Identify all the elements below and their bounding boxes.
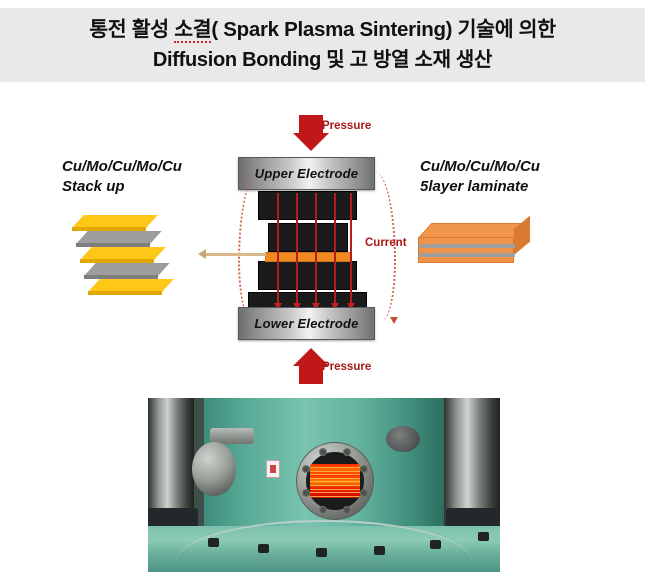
left-caption-line-2: Stack up: [62, 178, 125, 195]
glow-stripe: [310, 470, 360, 472]
current-arc-right-icon: [360, 171, 396, 321]
base-bolt: [208, 538, 219, 547]
right-caption-line-1: Cu/Mo/Cu/Mo/Cu: [420, 158, 540, 175]
pressure-label-top: Pressure: [322, 120, 372, 132]
sps-machine-photo: [148, 398, 500, 572]
current-line: [350, 193, 352, 308]
glow-stripe: [310, 474, 360, 476]
right-laminate-caption: Cu/Mo/Cu/Mo/Cu 5layer laminate: [420, 157, 540, 197]
title-segment-a: 통전 활성: [89, 18, 175, 41]
glow-stripe: [310, 492, 360, 494]
laminate-side-face: [514, 215, 530, 255]
glow-stripe: [310, 477, 360, 479]
viewport-bolt: [342, 448, 351, 457]
lower-electrode: Lower Electrode: [238, 307, 375, 340]
pressure-arrow-bottom-icon: [293, 348, 329, 384]
glow-stripe: [310, 467, 360, 468]
base-bolt: [430, 540, 441, 549]
stack-plate-cu-3: [80, 247, 172, 263]
base-bolt: [258, 544, 269, 553]
chamber-cap-disc: [386, 426, 420, 452]
current-arrow-head-icon: [293, 303, 301, 310]
current-arrow-head-icon: [312, 303, 320, 310]
current-line: [334, 193, 336, 308]
viewport-bolt: [319, 505, 328, 514]
laminate-block-graphic: [418, 215, 538, 273]
viewport-bolt: [342, 505, 351, 514]
viewport-glass: [306, 452, 364, 510]
stack-plate-mo-2: [76, 231, 168, 247]
right-caption-line-2: 5layer laminate: [420, 178, 529, 195]
page-title-line-2: Diffusion Bonding 및 고 방열 소재 생산: [152, 49, 493, 71]
laminate-stripe-1: [419, 244, 515, 248]
title-segment-c: ( Spark Plasma Sintering) 기술에 의한: [211, 18, 556, 41]
viewport-bolt: [302, 488, 311, 497]
chamber-sticker: [266, 460, 280, 478]
stack-plate-cu-5: [88, 279, 180, 295]
left-stack-caption: Cu/Mo/Cu/Mo/Cu Stack up: [62, 157, 182, 197]
stack-plate-mo-4: [84, 263, 176, 279]
lower-electrode-label: Lower Electrode: [254, 316, 359, 331]
sps-process-diagram: Pressure Upper Electrode Current Lower E…: [0, 95, 645, 395]
current-arc-right-head-icon: [390, 317, 398, 324]
viewport-bolt: [359, 488, 368, 497]
viewport-bolt: [302, 465, 311, 474]
current-label: Current: [365, 237, 407, 249]
base-bolt: [374, 546, 385, 555]
base-bolt: [316, 548, 327, 557]
pressure-label-bottom: Pressure: [322, 361, 372, 373]
viewport-bolt: [359, 465, 368, 474]
stack-plate-cu-1: [72, 215, 164, 231]
process-arrow-shaft: [204, 253, 266, 256]
laminate-top-face: [418, 223, 528, 238]
current-arc-left-icon: [238, 171, 274, 321]
title-segment-underlined: 소결: [174, 18, 212, 43]
base-flange-ring: [176, 520, 472, 562]
left-caption-line-1: Cu/Mo/Cu/Mo/Cu: [62, 158, 182, 175]
graphite-block-2: [268, 223, 348, 252]
side-port-flange: [192, 442, 236, 496]
current-line: [277, 193, 279, 308]
current-line: [296, 193, 298, 308]
current-arrow-head-icon: [274, 303, 282, 310]
glowing-sample: [310, 464, 360, 498]
side-port-neck: [210, 428, 254, 444]
laminate-front-face: [418, 237, 515, 263]
viewport-bolt: [319, 448, 328, 457]
glow-stripe: [310, 488, 360, 490]
pressure-arrow-top-icon: [293, 115, 329, 151]
exploded-stack-graphic: [72, 215, 182, 295]
upper-electrode-label: Upper Electrode: [254, 166, 359, 181]
current-arrow-head-icon: [347, 303, 355, 310]
observation-viewport: [296, 442, 374, 520]
laminate-stripe-2: [419, 253, 515, 257]
glow-stripe: [310, 495, 360, 497]
base-bolt: [478, 532, 489, 541]
slide-title-banner: 통전 활성 소결( Spark Plasma Sintering) 기술에 의한…: [0, 8, 645, 82]
glow-stripe: [310, 481, 360, 483]
current-arrow-head-icon: [331, 303, 339, 310]
page-title-line-1: 통전 활성 소결( Spark Plasma Sintering) 기술에 의한: [89, 15, 556, 45]
glow-stripe: [310, 485, 360, 486]
process-arrow-head-icon: [198, 249, 206, 259]
current-line: [315, 193, 317, 308]
